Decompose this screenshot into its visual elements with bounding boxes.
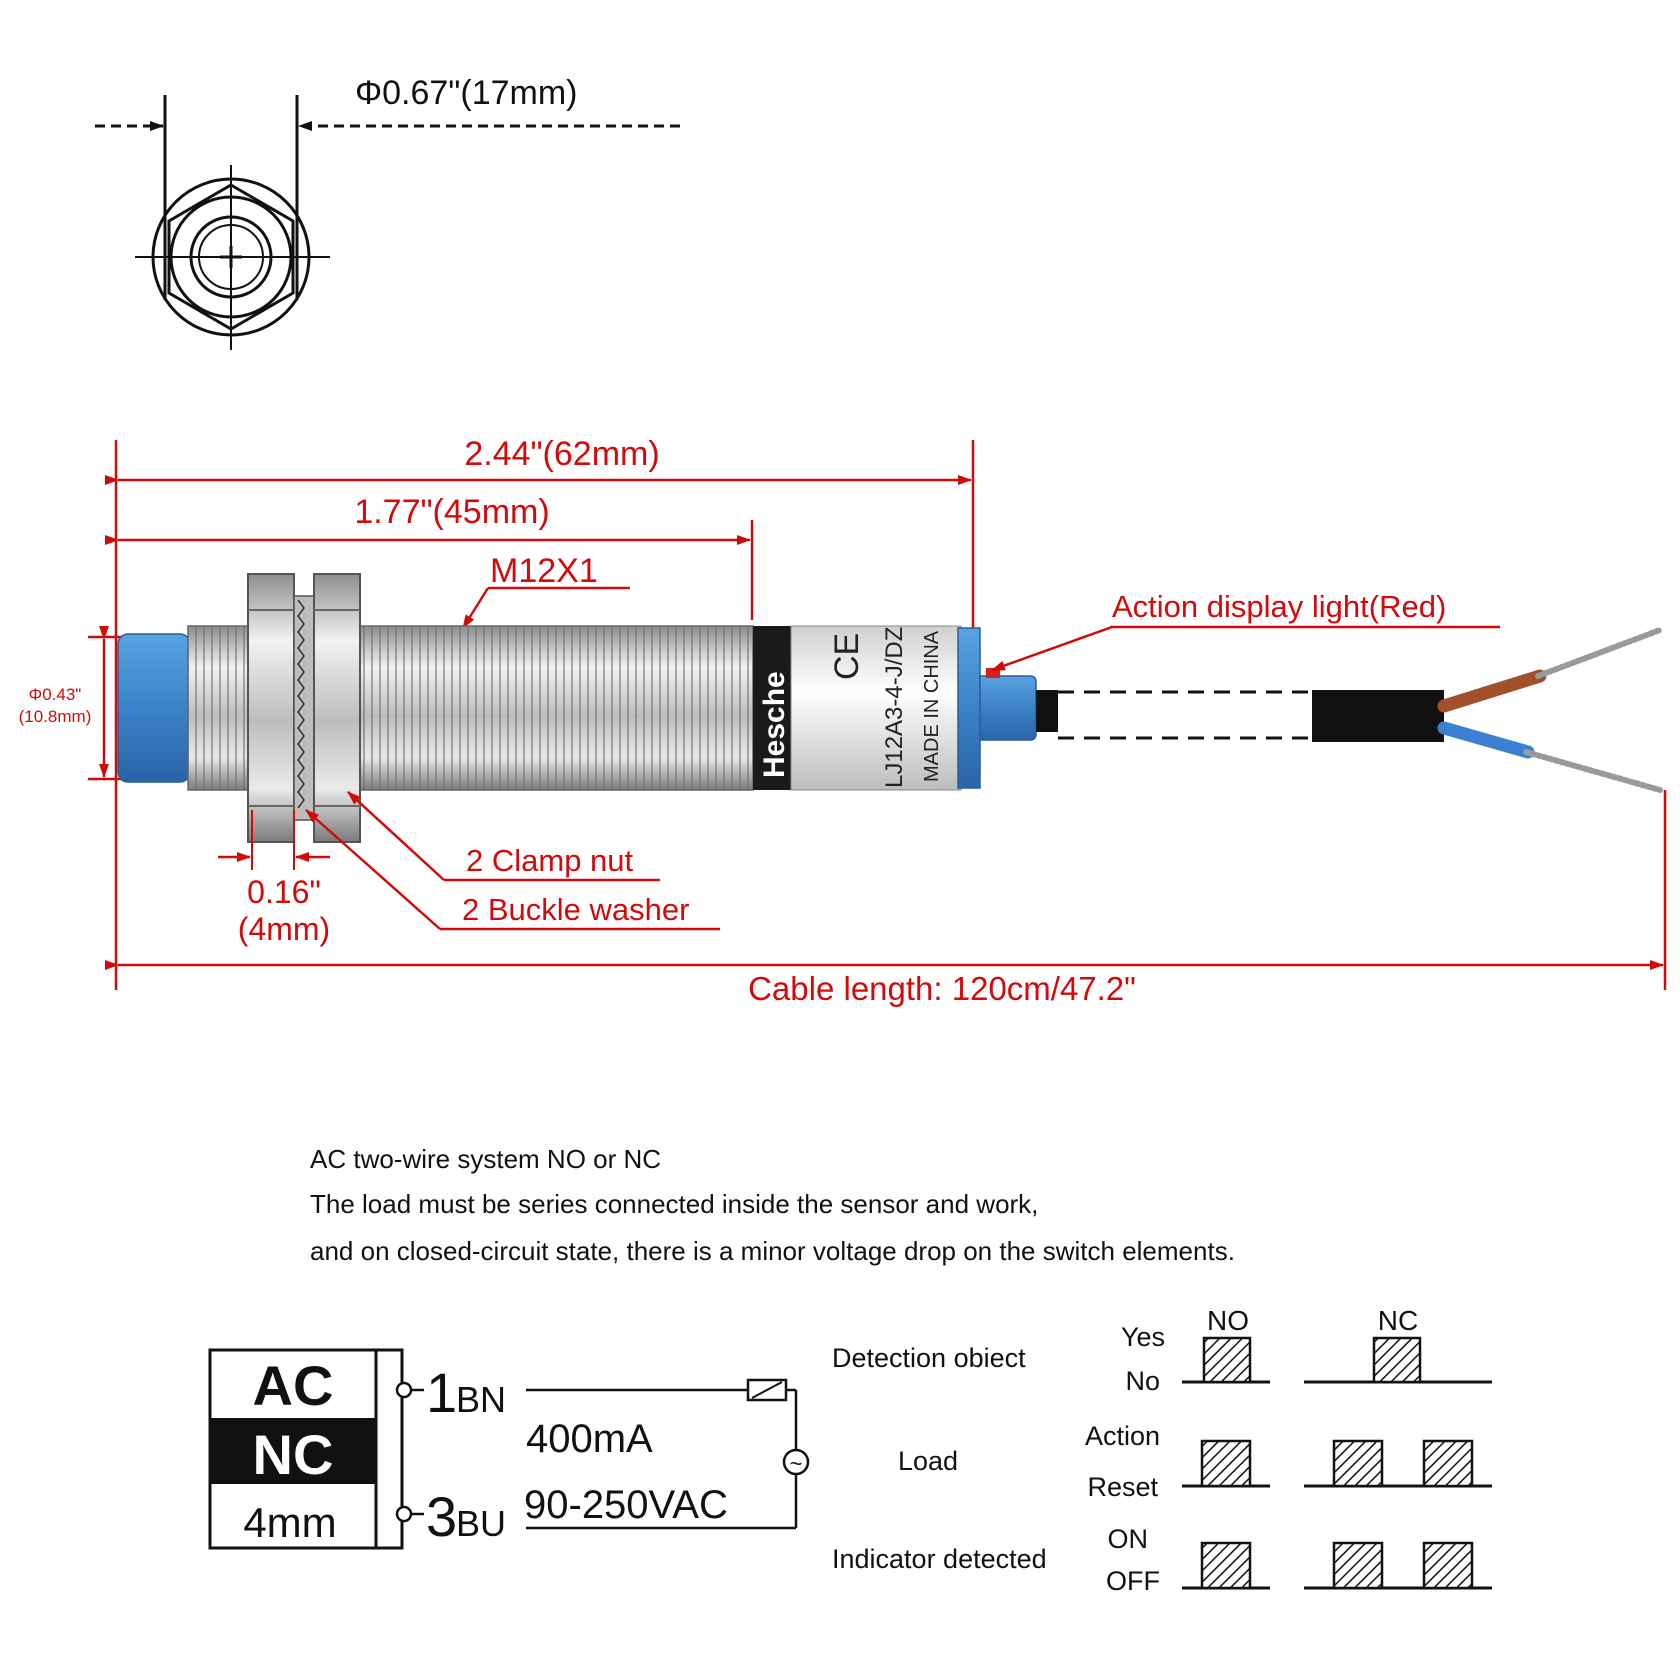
cable-gland xyxy=(979,675,1037,741)
blue-wire-strands xyxy=(1523,749,1663,793)
load-nc-pulse-2 xyxy=(1422,1439,1474,1488)
clamp-nut-label: 2 Clamp nut xyxy=(466,843,634,878)
current-label: 400mA xyxy=(526,1417,653,1461)
description-line1: AC two-wire system NO or NC xyxy=(310,1144,661,1174)
row-indicator-lower: OFF xyxy=(1106,1566,1160,1596)
thread-spec-label: M12X1 xyxy=(490,552,598,590)
row-load-lower: Reset xyxy=(1087,1472,1158,1502)
side-view: 2.44"(62mm) 1.77"(45mm) M12X1 Φ0.43" (10… xyxy=(19,435,1667,1007)
action-light-leader xyxy=(991,625,1113,672)
pin1-number: 1 xyxy=(426,1361,457,1424)
action-light-label: Action display light(Red) xyxy=(1112,589,1446,624)
terminal-1 xyxy=(395,1381,413,1399)
nut-width-line2: (4mm) xyxy=(238,911,330,947)
top-view: Φ0.67"(17mm) xyxy=(95,74,680,350)
box-bottom-label: 4mm xyxy=(243,1499,336,1546)
pin3-number: 3 xyxy=(426,1485,457,1548)
diameter-line2: (10.8mm) xyxy=(19,707,92,726)
buckle-washer-leader xyxy=(305,809,441,930)
clamp-nut-1 xyxy=(247,573,295,843)
detection-no-pulse xyxy=(1202,1336,1252,1384)
indicator-no-pulse xyxy=(1200,1541,1252,1590)
terminal-3 xyxy=(395,1505,413,1523)
body-brand: Hesche xyxy=(758,671,791,778)
col-nc-label: NC xyxy=(1378,1305,1418,1336)
load-no-pulse xyxy=(1200,1439,1252,1488)
col-no-label: NO xyxy=(1207,1305,1249,1336)
detection-nc-pulse xyxy=(1372,1336,1422,1384)
row-detection-upper: Yes xyxy=(1121,1322,1165,1352)
thread-length-label: 1.77"(45mm) xyxy=(354,493,549,531)
indicator-nc-pulse-1 xyxy=(1332,1541,1384,1590)
body-model: LJ12A3-4-J/DZ xyxy=(881,627,908,788)
pin3-code: BU xyxy=(456,1503,506,1544)
blue-wire xyxy=(1437,721,1535,759)
cable-length-label: Cable length: 120cm/47.2" xyxy=(748,970,1136,1007)
voltage-label: 90-250VAC xyxy=(524,1483,728,1527)
brand-band xyxy=(753,626,791,790)
action-indicator-light xyxy=(986,668,1000,678)
brown-wire-strands xyxy=(1535,627,1663,679)
buckle-washer-label: 2 Buckle washer xyxy=(462,892,689,927)
nut-width-line1: 0.16" xyxy=(247,874,321,910)
description-line3: and on closed-circuit state, there is a … xyxy=(310,1236,1235,1266)
box-mid-band xyxy=(210,1418,376,1484)
row-detection-label: Detection obiect xyxy=(832,1343,1026,1373)
load-nc-pulse-1 xyxy=(1332,1439,1384,1488)
brown-wire xyxy=(1437,669,1547,713)
row-detection-lower: No xyxy=(1125,1366,1160,1396)
clamp-nut-2 xyxy=(313,573,361,843)
rear-cap xyxy=(957,627,981,789)
ac-symbol: ~ xyxy=(790,1451,803,1476)
overall-length-label: 2.44"(62mm) xyxy=(464,435,659,473)
timing-diagram: NO NC Detection obiect Yes No Load Actio… xyxy=(832,1305,1492,1596)
indicator-nc-pulse-2 xyxy=(1422,1541,1474,1590)
buckle-washer xyxy=(293,595,315,821)
clamp-nut-leader xyxy=(347,791,445,881)
body-origin: MADE IN CHINA xyxy=(921,630,943,782)
top-diameter-label: Φ0.67"(17mm) xyxy=(355,74,577,112)
row-indicator-upper: ON xyxy=(1108,1524,1149,1554)
description: AC two-wire system NO or NC The load mus… xyxy=(310,1144,1235,1266)
row-load-upper: Action xyxy=(1085,1421,1160,1451)
row-load-label: Load xyxy=(898,1446,958,1476)
cable-jacket xyxy=(1312,690,1444,742)
sensor-face-cap xyxy=(117,633,191,783)
cable-stub-left xyxy=(1036,690,1058,732)
box-top-label: AC xyxy=(253,1354,334,1417)
thread-spec-leader xyxy=(461,587,490,629)
diameter-line1: Φ0.43" xyxy=(29,685,82,704)
description-line2: The load must be series connected inside… xyxy=(310,1189,1038,1219)
label-band xyxy=(790,625,962,791)
box-mid-label: NC xyxy=(253,1423,334,1486)
row-indicator-label: Indicator detected xyxy=(832,1544,1047,1574)
wiring-diagram: AC NC 4mm 1 BN 3 BU ~ 400mA 90-250VAC xyxy=(208,1348,810,1550)
body-ce: CE xyxy=(828,633,866,680)
pin1-code: BN xyxy=(456,1379,506,1420)
